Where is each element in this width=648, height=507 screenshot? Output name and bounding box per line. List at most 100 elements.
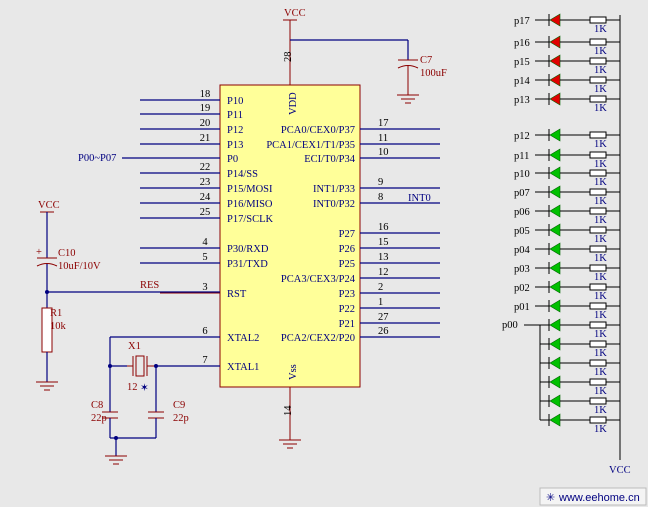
left-pin-number: 20: [200, 118, 211, 129]
left-pin-number: 22: [200, 162, 211, 173]
led-diode: [549, 54, 561, 68]
led-resistor: [589, 302, 607, 310]
led-resistor-value: 1K: [594, 177, 607, 188]
led-label: p12: [514, 131, 530, 142]
led-label: p01: [514, 302, 530, 313]
left-pin-number: 3: [202, 282, 207, 293]
led-resistor-value: 1K: [594, 24, 607, 35]
c7-name: C7: [420, 55, 432, 66]
led-label: p17: [514, 16, 530, 27]
led-diode: [549, 337, 561, 351]
led-diode: [549, 128, 561, 142]
left-pin-name: P17/SCLK: [227, 214, 274, 225]
led-diode: [549, 318, 561, 332]
led-diode: [549, 413, 561, 427]
led-resistor-value: 1K: [594, 65, 607, 76]
c8-value: 22p: [91, 413, 107, 424]
led-resistor-value: 1K: [594, 84, 607, 95]
int0-net-label: INT0: [408, 193, 431, 204]
left-pin-name: P0: [227, 154, 238, 165]
led-green-1: p11 1K: [514, 148, 620, 170]
left-pin-4: P0: [122, 154, 238, 165]
vss-label: Vss: [288, 364, 299, 380]
led-green-p00-3: 1K: [548, 375, 620, 397]
res-net-label: RES: [140, 280, 159, 291]
led-diode: [549, 394, 561, 408]
led-diode: [549, 280, 561, 294]
left-pin-name: P16/MISO: [227, 199, 273, 210]
right-pin-number: 2: [378, 282, 383, 293]
led-vcc-label: VCC: [609, 465, 631, 476]
left-pin-name: P14/SS: [227, 169, 258, 180]
right-pin-name: PCA3/CEX3/P24: [281, 274, 356, 285]
led-green-p00-1: 1K: [548, 337, 620, 359]
vss-pin-number: 14: [283, 405, 294, 416]
led-resistor-value: 1K: [594, 329, 607, 340]
right-pin-name: ECI/T0/P34: [304, 154, 356, 165]
led-label: p03: [514, 264, 530, 275]
left-pin-name: P10: [227, 96, 243, 107]
left-pin-number: 18: [200, 89, 211, 100]
led-resistor: [589, 95, 607, 103]
right-pin-name: P27: [339, 229, 355, 240]
mcu-body: [219, 84, 361, 388]
right-pin-number: 12: [378, 267, 389, 278]
right-pin-name: P26: [339, 244, 355, 255]
right-pin-number: 17: [378, 118, 389, 129]
led-resistor-value: 1K: [594, 103, 607, 114]
left-pin-name: P11: [227, 110, 243, 121]
led-resistor-value: 1K: [594, 159, 607, 170]
led-diode: [549, 223, 561, 237]
led-label: p04: [514, 245, 531, 256]
left-pin-name: XTAL1: [227, 362, 259, 373]
led-green-2: p10 1K: [514, 166, 620, 188]
led-resistor: [589, 321, 607, 329]
led-resistor-value: 1K: [594, 253, 607, 264]
right-pin-name: PCA0/CEX0/P37: [281, 125, 355, 136]
right-pin-name: INT1/P33: [313, 184, 355, 195]
led-label: p02: [514, 283, 530, 294]
led-resistor-value: 1K: [594, 215, 607, 226]
vdd-label: VDD: [288, 92, 299, 115]
right-pin-number: 13: [378, 252, 389, 263]
right-pin-number: 16: [378, 222, 389, 233]
led-resistor: [589, 57, 607, 65]
left-pin-name: P31/TXD: [227, 259, 268, 270]
led-resistor: [589, 207, 607, 215]
c9-value: 22p: [173, 413, 189, 424]
led-label: p11: [514, 151, 529, 162]
left-pin-name: P30/RXD: [227, 244, 269, 255]
led-label-p00: p00: [502, 320, 518, 331]
led-resistor-value: 1K: [594, 424, 607, 435]
led-resistor-value: 1K: [594, 139, 607, 150]
led-resistor: [589, 226, 607, 234]
led-diode: [549, 92, 561, 106]
left-pin-number: 24: [200, 192, 211, 203]
right-pin-number: 27: [378, 312, 389, 323]
led-resistor-value: 1K: [594, 196, 607, 207]
x1-crystal: [135, 355, 145, 377]
led-label: p10: [514, 169, 530, 180]
